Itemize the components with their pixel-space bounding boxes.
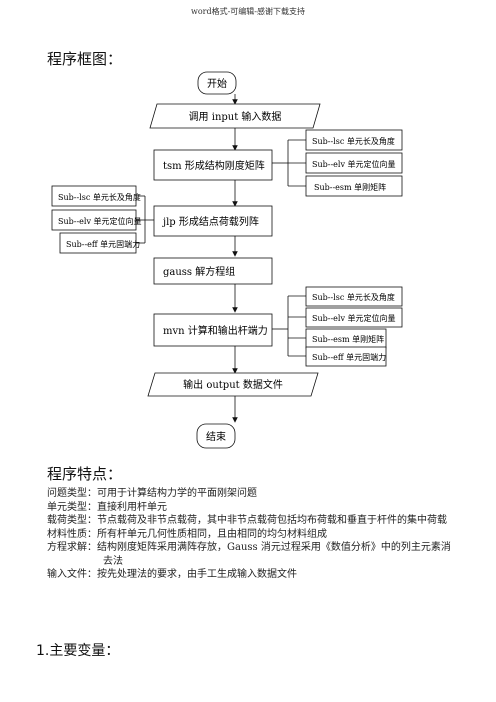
jlp-step: jlp 形成结点荷载列阵 <box>153 205 273 237</box>
input-step: 调用 input 输入数据 <box>149 103 321 129</box>
feature-material: 材料性质：所有杆单元几何性质相同，且由相同的均匀材料组成 <box>47 528 327 540</box>
features-heading: 程序特点： <box>47 465 123 483</box>
feature-element-type: 单元类型：直接利用杆单元 <box>47 501 167 513</box>
tsm-sub-2: Sub--elv 单元定位向量 <box>312 159 396 169</box>
mvn-subroutines: Sub--lsc 单元长及角度 Sub--elv 单元定位向量 Sub--esm… <box>305 286 403 367</box>
tsm-sub-3: Sub--esm 单刚矩阵 <box>314 182 386 192</box>
tsm-label: tsm 形成结构刚度矩阵 <box>163 159 265 172</box>
end-label: 结束 <box>206 430 226 443</box>
mvn-sub-3: Sub--esm 单刚矩阵 <box>312 334 384 344</box>
mvn-sub-1: Sub--lsc 单元长及角度 <box>312 292 395 302</box>
tsm-sub-1: Sub--lsc 单元长及角度 <box>312 136 395 146</box>
program-flowchart: 开始 调用 input 输入数据 tsm 形成结构刚度矩阵 Sub--lsc 单… <box>51 71 403 449</box>
jlp-label: jlp 形成结点荷载列阵 <box>162 215 259 228</box>
gauss-step: gauss 解方程组 <box>153 257 273 285</box>
mvn-step: mvn 计算和输出杆端力 <box>153 313 273 347</box>
input-label: 调用 input 输入数据 <box>189 110 282 123</box>
mvn-sub-4: Sub--eff 单元固端力 <box>312 352 386 362</box>
feature-solver: 方程求解：结构刚度矩阵采用满阵存放，Gauss 消元过程采用《数值分析》中的列主… <box>47 542 451 553</box>
start-label: 开始 <box>207 77 227 90</box>
main-variables-heading: 1.主要变量： <box>36 643 120 659</box>
output-step: 输出 output 数据文件 <box>147 372 319 397</box>
jlp-sub-1: Sub--lsc 单元长及角度 <box>58 192 141 202</box>
feature-problem-type: 问题类型：可用于计算结构力学的平面刚架问题 <box>47 488 257 499</box>
page-header: word格式-可编辑-感谢下载支持 <box>190 7 305 16</box>
features-list: 问题类型：可用于计算结构力学的平面刚架问题 单元类型：直接利用杆单元 载荷类型：… <box>47 487 467 582</box>
end-terminal: 结束 <box>196 423 236 449</box>
feature-solver-cont: 去法 <box>103 555 123 567</box>
flowchart-heading: 程序框图： <box>47 50 123 68</box>
gauss-label: gauss 解方程组 <box>163 265 235 278</box>
mvn-label: mvn 计算和输出杆端力 <box>163 324 268 337</box>
jlp-sub-3: Sub--eff 单元固端力 <box>66 239 140 249</box>
mvn-sub-2: Sub--elv 单元定位向量 <box>312 313 396 323</box>
output-label: 输出 output 数据文件 <box>183 378 283 391</box>
feature-input-file: 输入文件：按先处理法的要求，由手工生成输入数据文件 <box>47 569 297 580</box>
tsm-step: tsm 形成结构刚度矩阵 <box>153 149 273 181</box>
feature-load-type: 载荷类型：节点载荷及非节点载荷，其中非节点载荷包括均布荷载和垂直于杆件的集中荷载 <box>47 515 447 526</box>
jlp-subroutines: Sub--lsc 单元长及角度 Sub--elv 单元定位向量 Sub--eff… <box>51 185 142 254</box>
tsm-subroutines: Sub--lsc 单元长及角度 Sub--elv 单元定位向量 Sub--esm… <box>305 129 403 197</box>
start-terminal: 开始 <box>197 71 237 95</box>
jlp-sub-2: Sub--elv 单元定位向量 <box>58 216 142 226</box>
